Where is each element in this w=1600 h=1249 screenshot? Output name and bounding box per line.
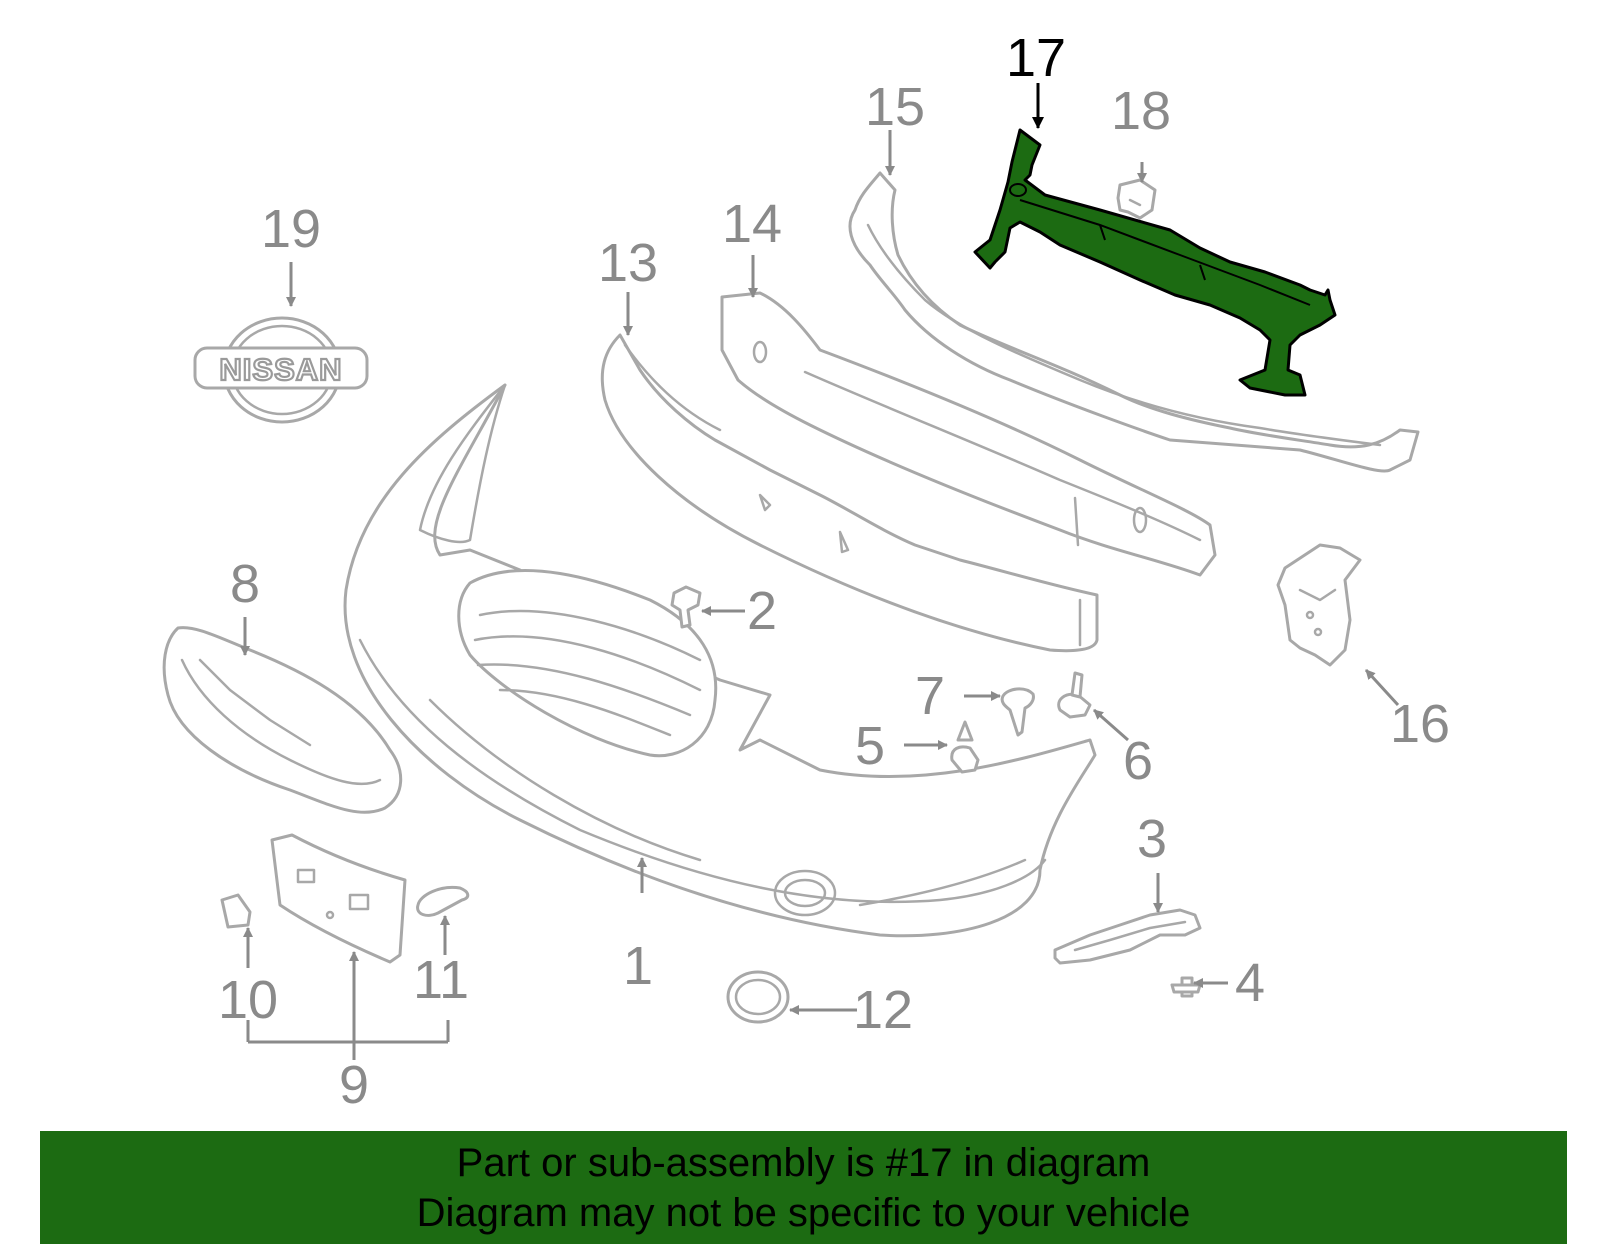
callout-19: 19	[261, 199, 321, 259]
banner-line-2: Diagram may not be specific to your vehi…	[416, 1190, 1191, 1235]
emblem-logo-text: NISSAN	[219, 352, 342, 387]
part-16-bracket	[1276, 543, 1362, 667]
part-11-cap	[416, 885, 470, 917]
callout-labels: 1 2 3 4 5 6 7 8 9 10 11 12 13 14 15 16 1…	[218, 28, 1450, 1115]
part-17-radiator-support	[973, 128, 1337, 397]
part-12-fog-cover	[726, 970, 790, 1024]
callout-17: 17	[1006, 28, 1066, 88]
callout-18: 18	[1111, 81, 1171, 141]
part-9-license-bracket	[270, 833, 407, 964]
callout-12: 12	[853, 980, 913, 1040]
callout-3: 3	[1137, 809, 1167, 869]
callout-16: 16	[1390, 694, 1450, 754]
callout-15: 15	[865, 77, 925, 137]
info-banner: Part or sub-assembly is #17 in diagram D…	[40, 1131, 1567, 1244]
part-3-bracket	[1053, 908, 1202, 965]
part-8-grille-surround	[162, 626, 403, 814]
callout-6: 6	[1123, 731, 1153, 791]
part-19-emblem: NISSAN	[193, 316, 369, 424]
part-5-push-pin	[950, 720, 980, 774]
part-10-cap	[220, 893, 252, 929]
part-13-absorber	[600, 333, 1099, 653]
callout-1: 1	[623, 936, 653, 996]
callout-11: 11	[413, 950, 469, 1010]
part-15-upper-bar	[848, 171, 1420, 473]
part-2-clip	[670, 585, 702, 629]
callout-13: 13	[598, 233, 658, 293]
part-14-reinforcement	[720, 291, 1217, 577]
callout-5: 5	[855, 716, 885, 776]
part-4-bolt	[1170, 976, 1202, 998]
callout-8: 8	[230, 554, 260, 614]
part-6-push-pin	[1057, 671, 1092, 719]
callout-2: 2	[747, 581, 777, 641]
callout-10: 10	[218, 970, 278, 1030]
parts-diagram: NISSAN	[162, 28, 1450, 1115]
callout-9: 9	[339, 1055, 369, 1115]
part-18-clip	[1116, 178, 1157, 220]
callout-4: 4	[1235, 953, 1265, 1013]
banner-line-1: Part or sub-assembly is #17 in diagram	[456, 1140, 1151, 1185]
callout-14: 14	[722, 194, 782, 254]
leader-lines	[240, 83, 1400, 1060]
part-7-clip	[1000, 687, 1035, 737]
callout-7: 7	[915, 666, 945, 726]
part-1-grille	[457, 569, 718, 758]
